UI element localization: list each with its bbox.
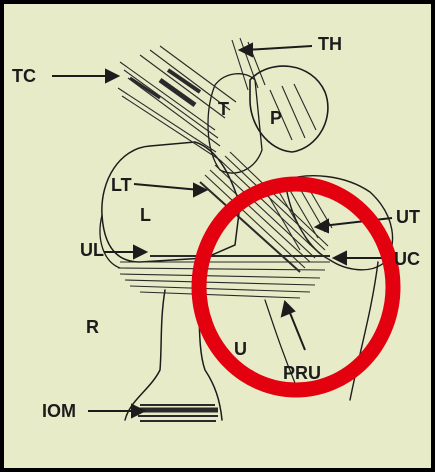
- label-pru: PRU: [283, 364, 321, 382]
- radius-outline: [125, 290, 165, 420]
- label-t: T: [218, 100, 229, 118]
- label-tc: TC: [12, 67, 36, 85]
- label-ul: UL: [80, 241, 104, 259]
- label-lt: LT: [111, 176, 132, 194]
- ulna-shaft-border: [350, 262, 378, 400]
- label-th: TH: [318, 35, 342, 53]
- triquetrum-outline: [208, 74, 262, 173]
- arrow-th: [245, 46, 312, 50]
- label-r: R: [86, 318, 99, 336]
- label-u: U: [234, 340, 247, 358]
- label-ut: UT: [396, 208, 420, 226]
- label-p: P: [270, 109, 282, 127]
- pisiform-outline: [250, 66, 328, 152]
- label-iom: IOM: [42, 402, 76, 420]
- label-l: L: [140, 206, 151, 224]
- label-uc: UC: [394, 250, 420, 268]
- arrow-lt: [134, 184, 200, 190]
- arrow-pru: [288, 308, 305, 350]
